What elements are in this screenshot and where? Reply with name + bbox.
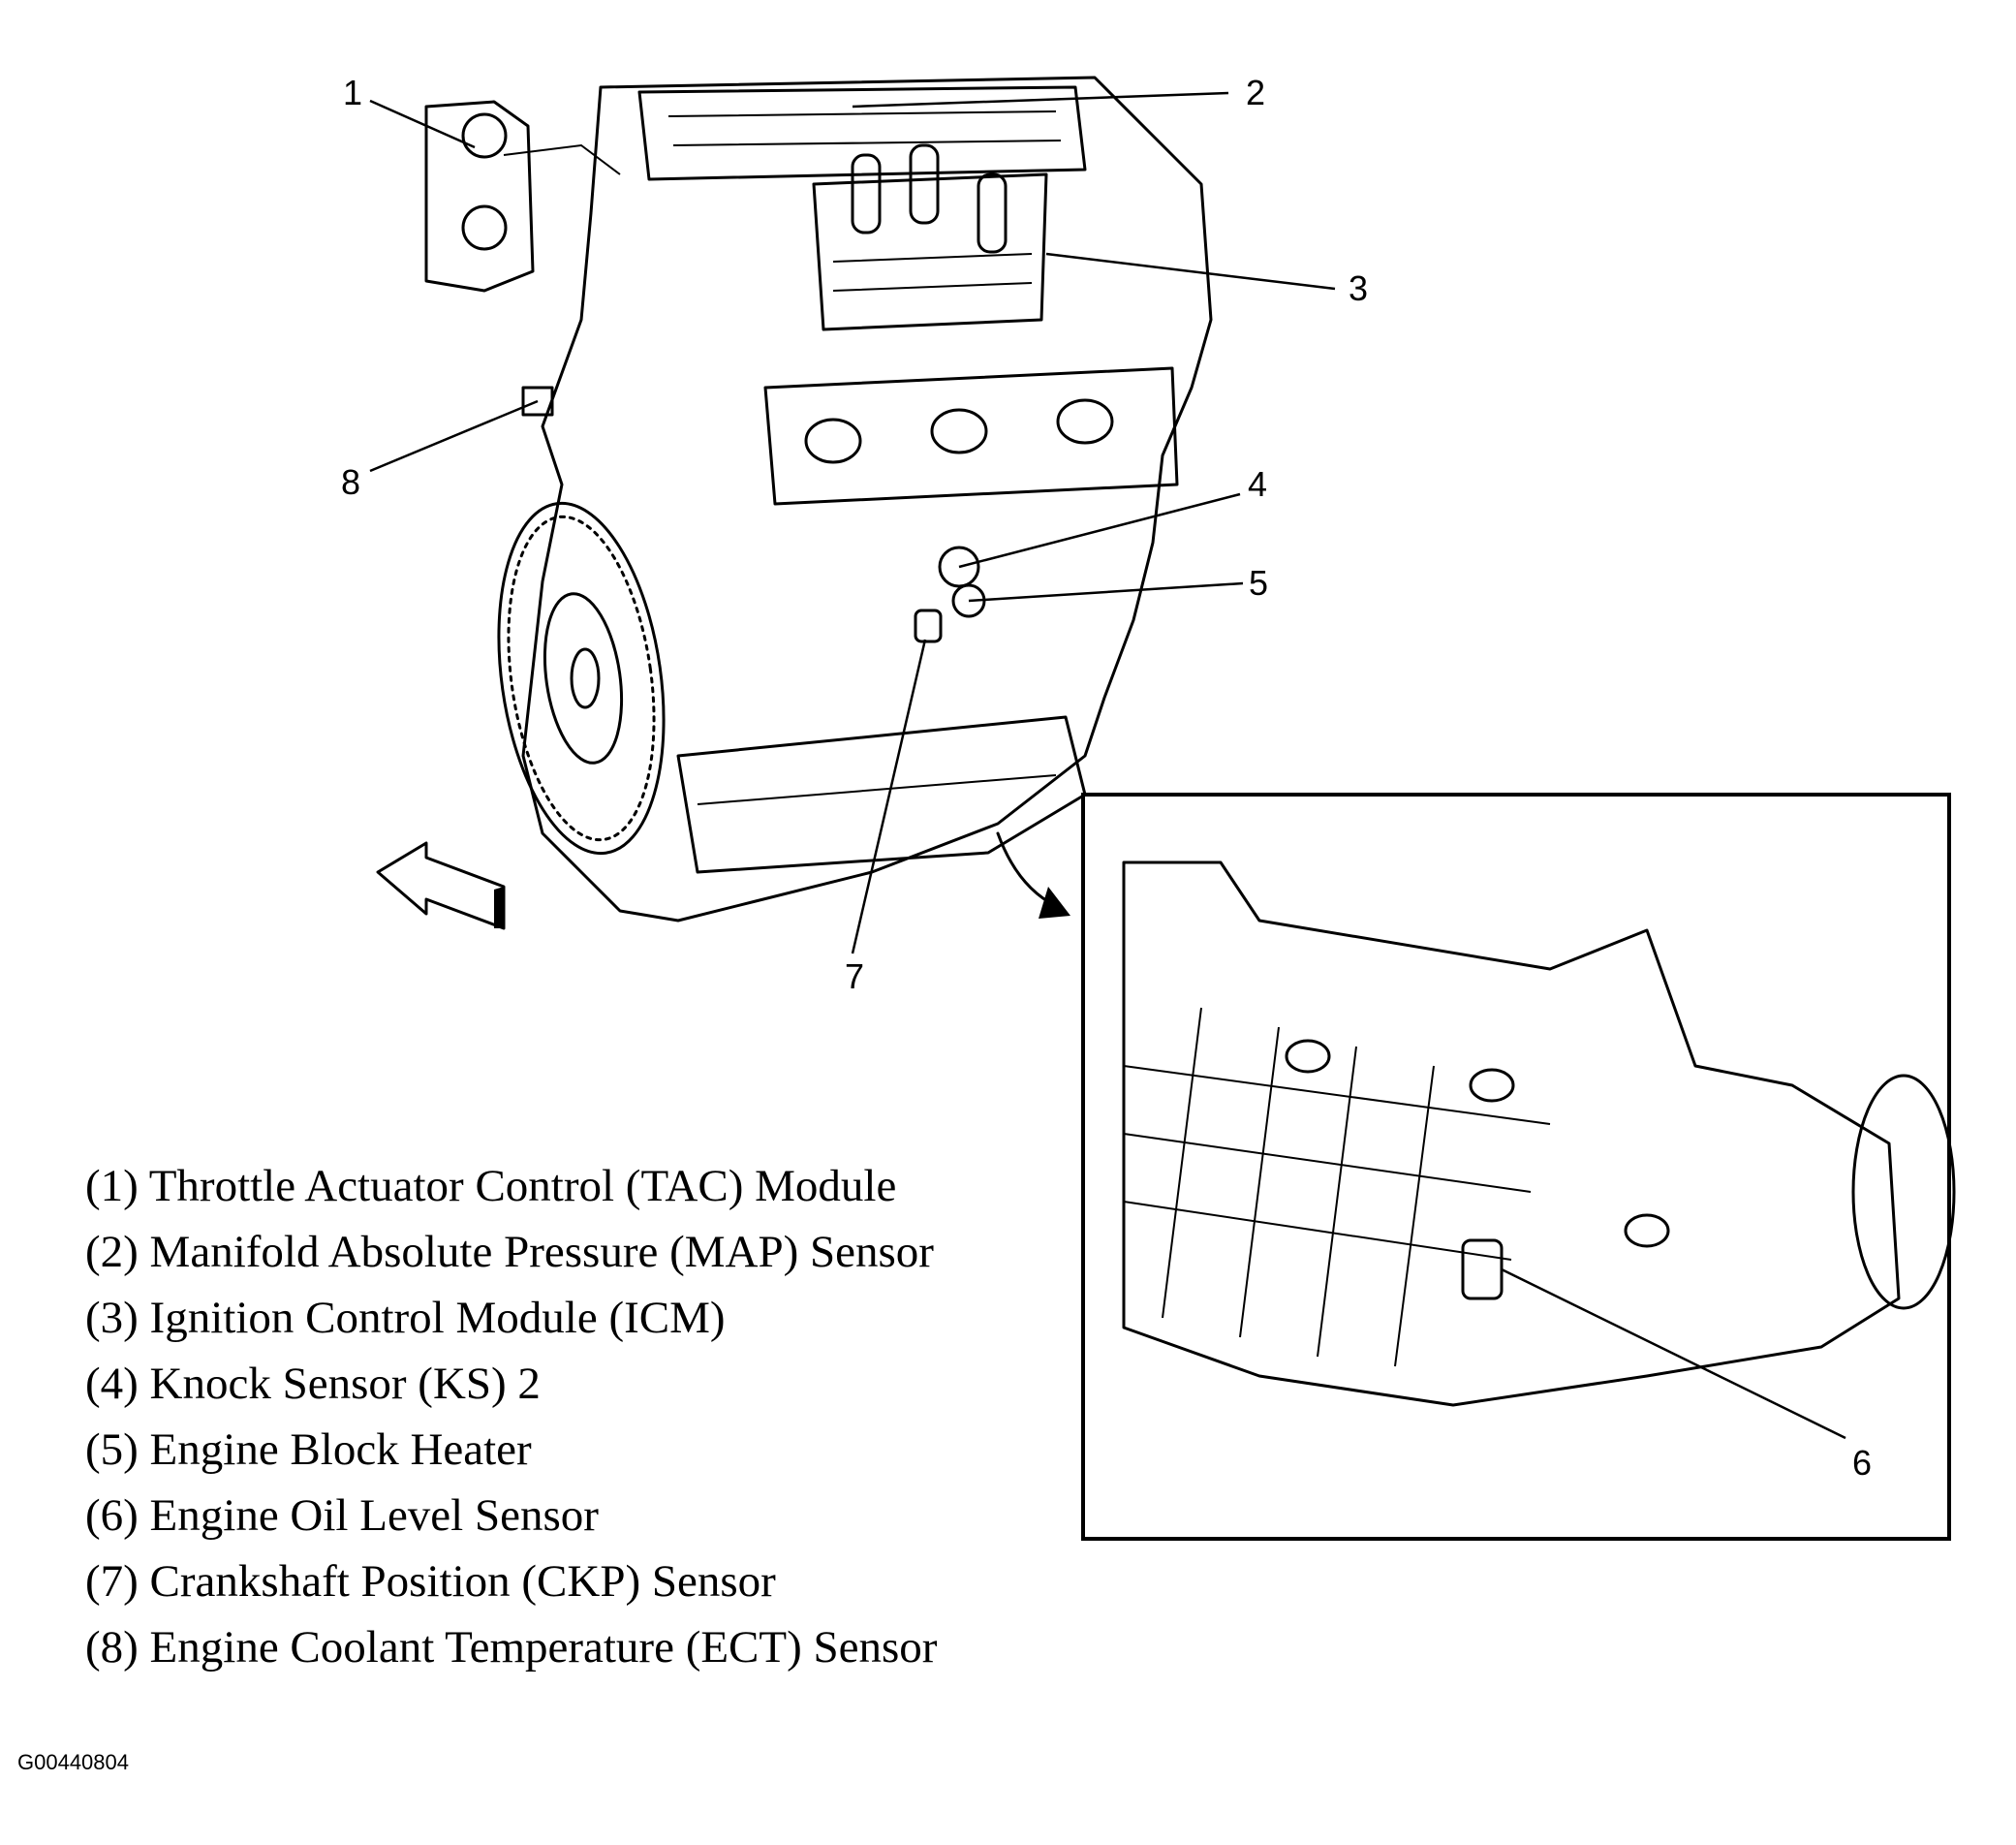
legend-item: (5) Engine Block Heater [85, 1424, 532, 1475]
legend-item: (6) Engine Oil Level Sensor [85, 1490, 599, 1541]
ignition-module [812, 143, 1048, 331]
legend-item: (2) Manifold Absolute Pressure (MAP) Sen… [85, 1227, 934, 1277]
callout-1: 1 [343, 73, 362, 112]
callout-7: 7 [845, 956, 864, 996]
callout-2: 2 [1246, 73, 1265, 112]
direction-arrow [376, 841, 506, 930]
component-legend: (1) Throttle Actuator Control (TAC) Modu… [85, 1153, 937, 1680]
leader-lines [369, 91, 1846, 1440]
figure-id: G00440804 [17, 1750, 129, 1774]
legend-item: (8) Engine Coolant Temperature (ECT) Sen… [85, 1622, 938, 1673]
callout-8: 8 [341, 462, 360, 502]
callout-6: 6 [1852, 1443, 1872, 1483]
legend-item: (1) Throttle Actuator Control (TAC) Modu… [85, 1161, 897, 1211]
legend-item: (3) Ignition Control Module (ICM) [85, 1293, 726, 1343]
legend-item: (7) Crankshaft Position (CKP) Sensor [85, 1556, 776, 1607]
flywheel [497, 501, 666, 856]
inset-detail-view [1081, 793, 1956, 1541]
callout-4: 4 [1248, 464, 1267, 504]
throttle-body [424, 100, 621, 293]
callout-3: 3 [1349, 268, 1368, 308]
callout-5: 5 [1249, 563, 1268, 603]
legend-item: (4) Knock Sensor (KS) 2 [85, 1359, 541, 1409]
